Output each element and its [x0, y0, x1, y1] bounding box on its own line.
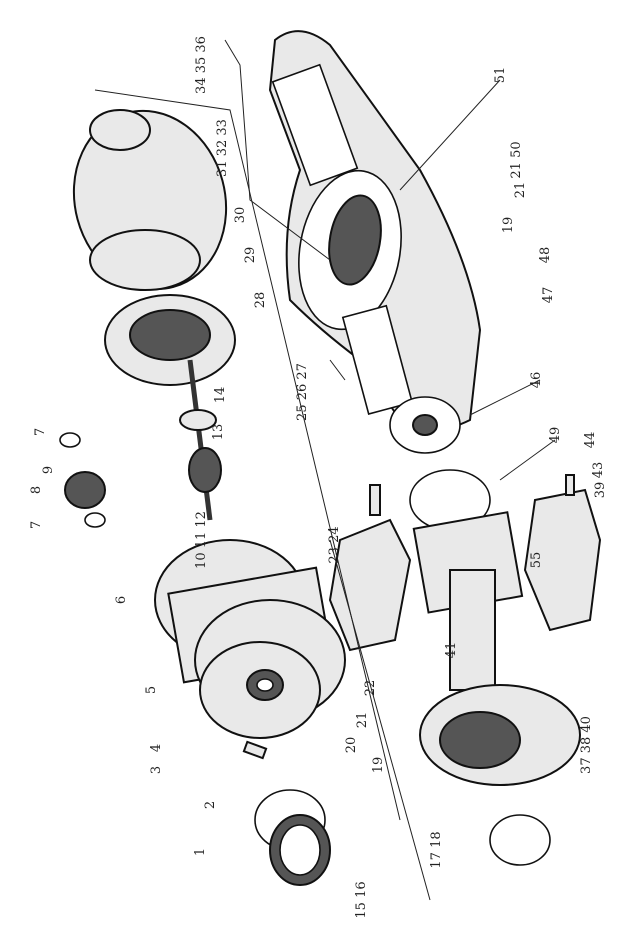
axle-housing: [268, 30, 482, 454]
label-20: 20: [344, 737, 359, 754]
label-1: 1: [193, 848, 208, 856]
label-3: 3: [149, 766, 164, 774]
label-51: 51: [493, 67, 508, 84]
label-21-50: 21 50: [509, 141, 524, 178]
label-7-top: 7: [33, 428, 48, 436]
label-46: 46: [529, 372, 544, 389]
label-23-24: 23 24: [327, 526, 342, 563]
label-47: 47: [541, 287, 556, 304]
label-28: 28: [253, 292, 268, 309]
label-17-18: 17 18: [429, 831, 444, 868]
label-34-35-36: 34 35 36: [194, 36, 209, 94]
label-7-bottom: 7: [29, 521, 44, 529]
label-4: 4: [149, 744, 164, 752]
label-8: 8: [29, 486, 44, 494]
label-55: 55: [529, 552, 544, 569]
label-15-16: 15 16: [354, 881, 369, 918]
part-labels: 34 35 36 31 32 33 30 29 28 25 26 27 14 1…: [29, 36, 608, 919]
label-39: 39: [593, 482, 608, 499]
label-41: 41: [444, 642, 459, 659]
label-19-housing: 19: [501, 217, 516, 234]
label-44: 44: [583, 432, 598, 449]
label-29: 29: [243, 247, 258, 264]
label-30: 30: [233, 207, 248, 224]
leader-lines: [94, 39, 556, 901]
label-19: 19: [371, 757, 386, 774]
label-9: 9: [41, 466, 56, 474]
label-14: 14: [213, 387, 228, 404]
steering-knuckle: [328, 469, 602, 866]
label-10-11-12: 10 11 12: [194, 511, 209, 569]
label-43: 43: [591, 462, 606, 479]
wheel-hub: [154, 539, 346, 760]
label-49: 49: [548, 427, 563, 444]
label-2: 2: [203, 801, 218, 809]
label-6: 6: [114, 596, 129, 604]
label-37-38-40: 37 38 40: [579, 716, 594, 774]
planet-gears: [59, 432, 106, 528]
differential-carrier: [72, 109, 236, 521]
label-25-26-27: 25 26 27: [295, 363, 310, 421]
label-13: 13: [211, 424, 226, 441]
label-22: 22: [363, 680, 378, 697]
label-5: 5: [144, 686, 159, 694]
label-31-32-33: 31 32 33: [215, 119, 230, 177]
label-21: 21: [355, 712, 370, 729]
label-21-housing: 21: [513, 182, 528, 199]
hub-cap: [254, 789, 331, 886]
label-48: 48: [538, 247, 553, 264]
